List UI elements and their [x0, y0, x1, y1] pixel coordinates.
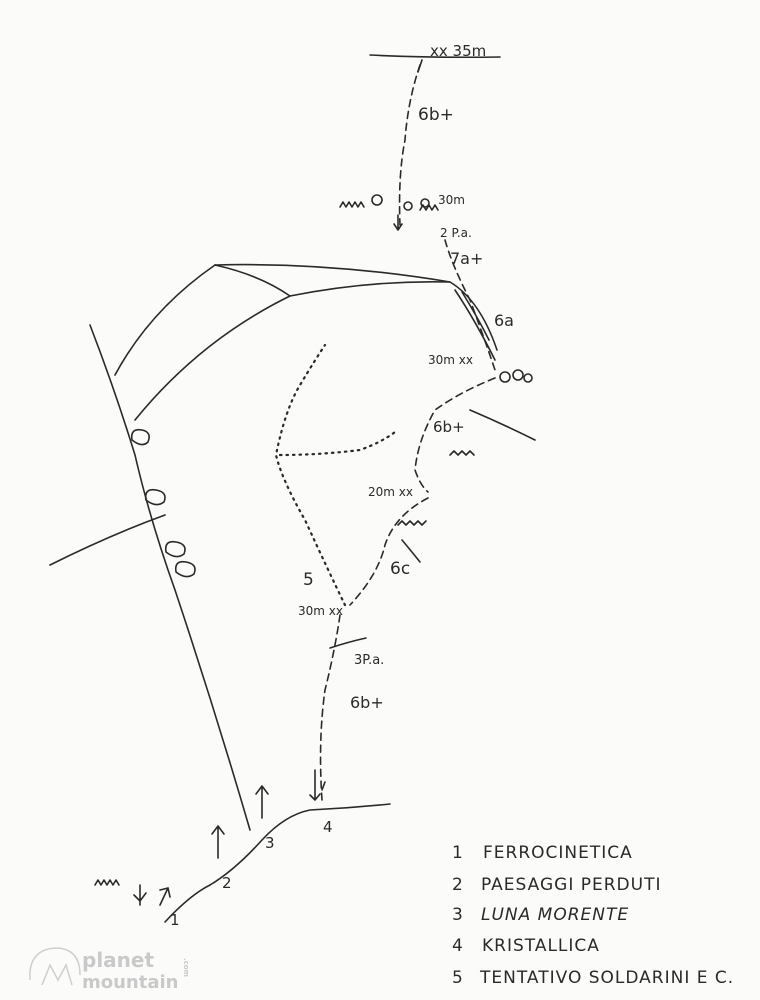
start-label: 3 [265, 834, 275, 852]
svg-text:FERROCINETICA: FERROCINETICA [483, 843, 633, 863]
belay-label: 30m xx [428, 353, 473, 367]
svg-text:1: 1 [452, 843, 464, 863]
svg-text:planet: planet [82, 948, 154, 972]
grade-label: 6b+ [418, 105, 454, 125]
route-5-label: 5 [303, 570, 314, 590]
aid-label: 3P.a. [354, 653, 384, 668]
svg-text:PAESAGGI PERDUTI: PAESAGGI PERDUTI [481, 875, 661, 895]
legend-item: 2 PAESAGGI PERDUTI [452, 875, 661, 895]
svg-text:mountain: mountain [82, 972, 179, 993]
svg-text:KRISTALLICA: KRISTALLICA [482, 936, 600, 956]
legend: 1 FERROCINETICA 2 PAESAGGI PERDUTI 3 LUNA M… [452, 843, 734, 988]
belay-label: 30m xx [298, 604, 343, 618]
start-label: 4 [323, 818, 333, 836]
grade-label: 7a+ [450, 249, 483, 268]
legend-item: 1 FERROCINETICA [452, 843, 633, 863]
grade-label: 6b+ [350, 693, 384, 712]
rock-lines [49, 54, 536, 923]
legend-item: 4 KRISTALLICA [452, 936, 600, 956]
legend-item: 5 TENTATIVO SOLDARINI E C. [452, 968, 734, 988]
svg-text:2: 2 [452, 875, 464, 895]
svg-text:5: 5 [452, 968, 464, 988]
start-label: 1 [170, 911, 180, 929]
anchor-top-label: xx 35m [430, 42, 486, 60]
aid-label: 2 P.a. [440, 226, 472, 240]
start-label: 2 [222, 874, 232, 892]
route-lines [159, 59, 496, 906]
svg-text:LUNA MORENTE: LUNA MORENTE [481, 905, 629, 925]
vegetation [94, 194, 533, 906]
grade-label: 6b+ [433, 418, 465, 436]
svg-text:4: 4 [452, 936, 464, 956]
belay-label: 30m [438, 193, 465, 207]
svg-text:.com: .com [182, 958, 190, 977]
legend-item: 3 LUNA MORENTE [452, 905, 629, 925]
grade-label: 6a [494, 311, 514, 330]
svg-text:3: 3 [452, 905, 464, 925]
grade-label: 6c [390, 559, 410, 579]
planetmountain-logo: planet mountain .com [29, 947, 190, 993]
svg-text:TENTATIVO SOLDARINI E C.: TENTATIVO SOLDARINI E C. [479, 968, 734, 988]
belay-label: 20m xx [368, 485, 413, 499]
